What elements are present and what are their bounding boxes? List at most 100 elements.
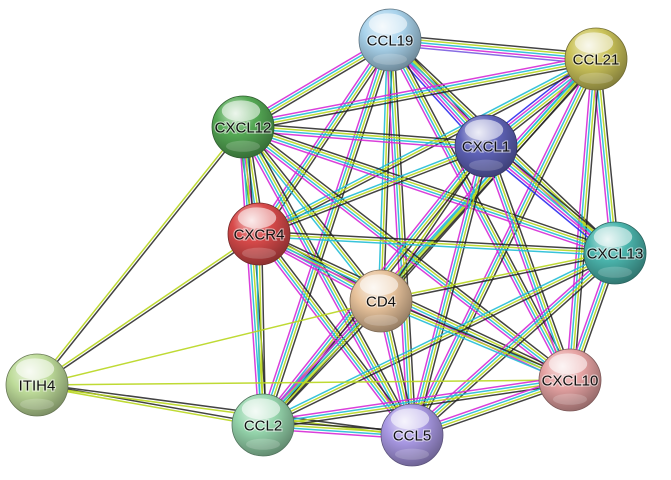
edge-cxcl1-cxcr4[interactable] — [257, 142, 488, 238]
node-rim — [241, 247, 277, 259]
node-highlight — [221, 100, 261, 122]
edge-cxcl1-cxcl10[interactable] — [481, 143, 575, 383]
edge-strand-cyan — [262, 377, 571, 425]
edge-strand-black — [380, 253, 617, 304]
edge-strand-black — [259, 229, 573, 378]
node-rim — [597, 266, 633, 278]
edge-strand-cyan — [484, 145, 570, 382]
edge-ccl19-ccl21[interactable] — [388, 34, 598, 65]
edge-strand-cyan — [257, 234, 412, 437]
edge-cxcl13-cd4[interactable] — [379, 250, 617, 304]
edge-cxcr4-cxcl10[interactable] — [256, 229, 573, 385]
edge-cxcl12-ccl2[interactable] — [238, 125, 268, 427]
edge-cxcr4-cxcl13[interactable] — [258, 230, 616, 257]
edge-strand-black — [389, 34, 598, 55]
edge-strand-lime — [36, 379, 571, 386]
edge-strand-black — [36, 382, 413, 435]
edge-cxcr4-ccl5[interactable] — [255, 230, 416, 439]
edge-strand-magenta — [481, 146, 568, 383]
node-highlight — [574, 32, 614, 54]
node-cd4[interactable]: CD4 — [349, 269, 413, 333]
node-highlight — [359, 274, 399, 296]
edge-strand-black — [243, 122, 618, 251]
node-highlight — [390, 408, 430, 430]
edge-strand-lime — [243, 126, 266, 426]
edge-strand-black — [599, 57, 620, 254]
edge-cd4-cxcl10[interactable] — [379, 297, 572, 384]
node-cxcr4[interactable]: CXCR4 — [227, 202, 291, 266]
edge-strand-lime — [570, 58, 599, 381]
edge-strand-cyan — [410, 251, 615, 435]
edge-cxcl13-ccl5[interactable] — [408, 249, 619, 439]
node-cxcl10[interactable]: CXCL10 — [538, 348, 602, 412]
node-label: CXCL1 — [462, 139, 510, 156]
node-cxcl1[interactable]: CXCL1 — [454, 114, 518, 178]
node-highlight — [548, 353, 588, 375]
node-highlight — [237, 207, 277, 229]
node-rim — [468, 159, 504, 171]
edge-strand-lime — [412, 253, 617, 437]
edge-strand-black — [381, 297, 572, 379]
edge-strand-black — [488, 143, 575, 380]
edge-strand-lime — [262, 380, 571, 428]
edge-strand-lime — [486, 144, 572, 381]
edge-strand-cyan — [255, 233, 262, 426]
edges-layer — [35, 34, 620, 440]
edge-ccl21-cxcr4[interactable] — [257, 55, 598, 238]
edge-cxcl13-ccl2[interactable] — [261, 249, 617, 429]
edge-strand-lime — [258, 145, 487, 235]
node-label: CCL19 — [367, 33, 414, 50]
edge-strand-lime — [258, 233, 616, 254]
edge-cxcl12-cxcl13[interactable] — [240, 122, 618, 258]
edge-strand-lime — [380, 300, 571, 381]
node-rim — [245, 438, 281, 450]
edge-strand-cyan — [242, 127, 487, 149]
edge-strand-black — [573, 58, 601, 382]
node-ccl21[interactable]: CCL21 — [564, 27, 628, 91]
edge-cxcr4-itih4[interactable] — [35, 232, 261, 387]
edge-strand-cyan — [387, 39, 412, 436]
node-ccl2[interactable]: CCL2 — [231, 393, 295, 457]
edge-strand-lime — [243, 125, 414, 436]
node-itih4[interactable]: ITIH4 — [5, 353, 69, 417]
edge-strand-lime — [596, 58, 618, 254]
edge-itih4-ccl5[interactable] — [36, 382, 413, 438]
edge-strand-black — [37, 127, 245, 387]
edge-itih4-ccl2[interactable] — [36, 382, 264, 428]
node-label: CXCL10 — [542, 373, 599, 390]
edge-ccl21-cxcl12[interactable] — [241, 54, 598, 132]
node-rim — [578, 72, 614, 84]
node-ccl19[interactable]: CCL19 — [358, 8, 422, 72]
edge-strand-magenta — [241, 54, 597, 124]
node-highlight — [464, 119, 504, 141]
edge-strand-lime — [412, 145, 489, 437]
edge-strand-cyan — [257, 55, 596, 233]
edge-cxcl12-itih4[interactable] — [35, 125, 245, 387]
edge-strand-black — [413, 255, 619, 439]
node-highlight — [368, 13, 408, 35]
edge-itih4-cxcl10[interactable] — [36, 379, 571, 386]
edge-cd4-itih4[interactable] — [36, 300, 382, 386]
edge-strand-lime — [242, 59, 597, 130]
node-cxcl12[interactable]: CXCL12 — [211, 95, 275, 159]
node-rim — [372, 53, 408, 65]
node-ccl5[interactable]: CCL5 — [380, 403, 444, 467]
edge-strand-black — [36, 234, 261, 387]
node-label: CCL2 — [244, 418, 282, 435]
edge-strand-black — [242, 122, 488, 143]
edge-strand-black — [259, 147, 488, 238]
edge-strand-black — [414, 59, 601, 438]
edge-strand-lime — [390, 39, 415, 436]
edge-cxcl12-cxcl1[interactable] — [241, 122, 488, 151]
edge-strand-lime — [242, 124, 487, 146]
node-highlight — [241, 398, 281, 420]
node-cxcl13[interactable]: CXCL13 — [583, 221, 647, 285]
edge-strand-lime — [379, 250, 616, 301]
edge-strand-magenta — [238, 128, 410, 438]
edge-strand-lime — [35, 125, 243, 385]
edge-ccl19-ccl5[interactable] — [385, 39, 417, 436]
edge-strand-lime — [262, 252, 616, 426]
edge-strand-cyan — [241, 127, 570, 382]
